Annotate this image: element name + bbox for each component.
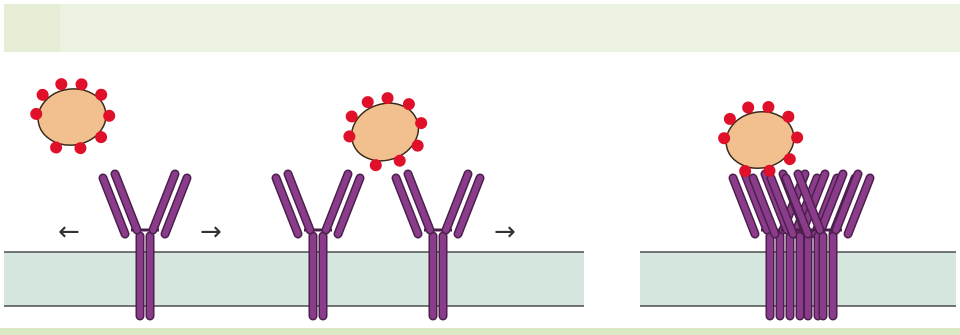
antigen-particle-1: [26, 71, 120, 160]
antigen-particle-2: [333, 80, 439, 182]
bottom-band: [0, 328, 960, 335]
right-arrow-icon: →: [200, 217, 222, 247]
left-arrow-icon: ←: [58, 217, 80, 247]
antigen-particle-3: [713, 93, 809, 184]
cell-membrane-left: [4, 252, 584, 306]
right-arrow-icon-2: →: [494, 217, 516, 247]
